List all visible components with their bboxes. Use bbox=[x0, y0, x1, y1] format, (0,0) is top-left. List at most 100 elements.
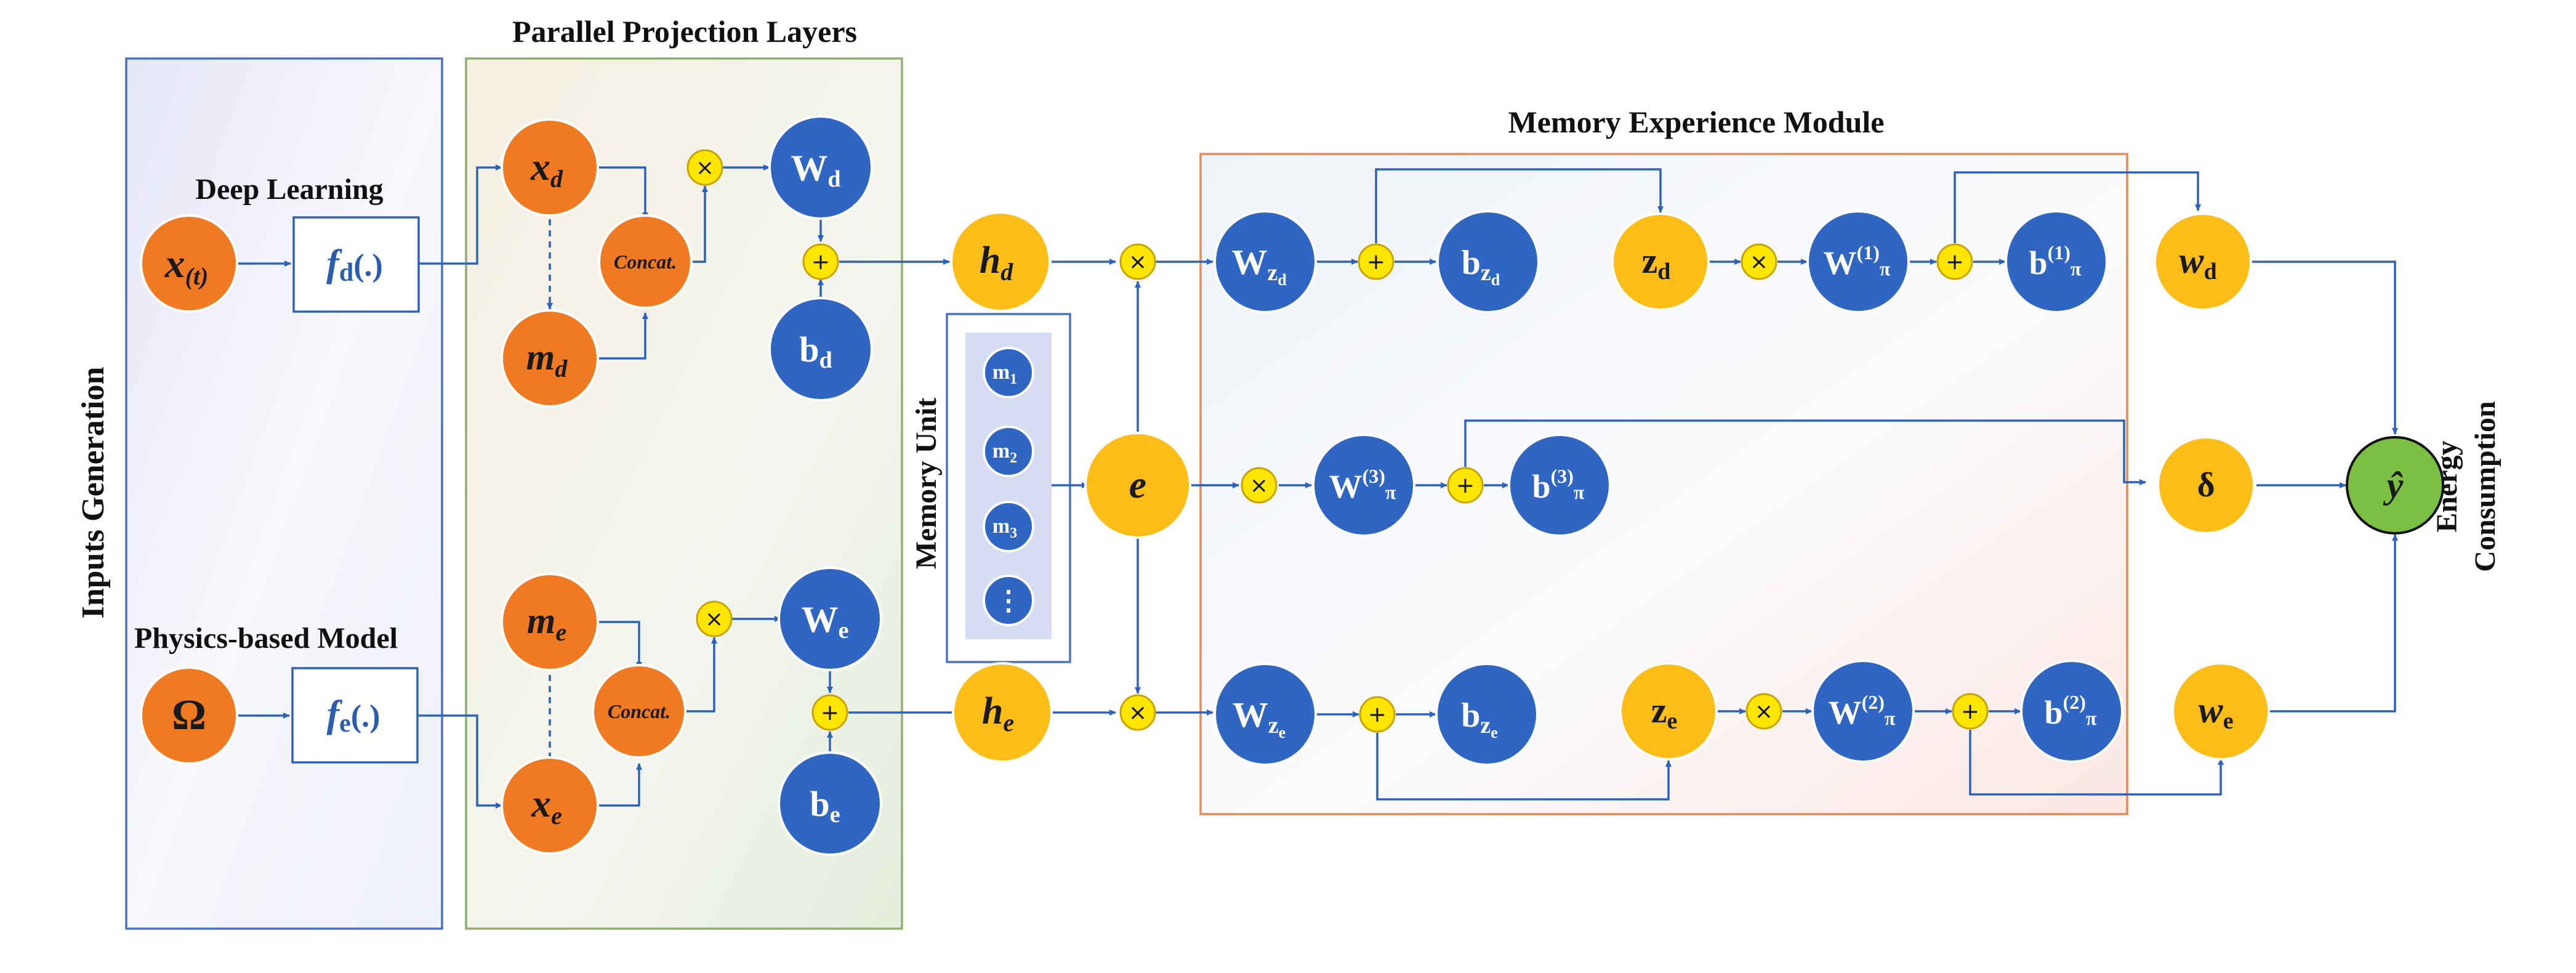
multiply-op-e: × bbox=[696, 600, 733, 637]
svg-text:×: × bbox=[1750, 249, 1768, 275]
wd-node: wd bbox=[2154, 212, 2252, 311]
Wze-node: Wze bbox=[1214, 663, 1317, 766]
svg-text:×: × bbox=[1250, 473, 1268, 498]
svg-text:md: md bbox=[526, 337, 568, 382]
memory-unit-title: Memory Unit bbox=[910, 398, 943, 570]
svg-text:he: he bbox=[982, 690, 1014, 737]
memory-slot-m1: m1 bbox=[983, 347, 1034, 398]
svg-text:zd: zd bbox=[1642, 241, 1671, 285]
svg-text:We: We bbox=[802, 599, 849, 644]
svg-text:m2: m2 bbox=[992, 440, 1017, 466]
svg-text:m3: m3 bbox=[992, 515, 1017, 541]
memory-experience-title: Memory Experience Module bbox=[1508, 105, 1885, 139]
svg-text:×: × bbox=[1129, 700, 1147, 725]
e-node: e bbox=[1084, 432, 1191, 539]
we-node: we bbox=[2171, 662, 2270, 761]
add-op-pi1: + bbox=[1936, 243, 1973, 280]
svg-text:×: × bbox=[1129, 249, 1147, 275]
svg-text:+: + bbox=[1368, 702, 1387, 727]
svg-text:+: + bbox=[1367, 249, 1385, 275]
svg-text:W(2)π: W(2)π bbox=[1829, 691, 1896, 731]
deep-learning-label: Deep Learning bbox=[195, 173, 383, 206]
svg-text:wd: wd bbox=[2179, 240, 2216, 285]
add-op-e: + bbox=[811, 694, 848, 731]
b3pi-node: b(3)π bbox=[1508, 434, 1611, 537]
me-node: me bbox=[501, 573, 599, 671]
W3pi-node: W(3)π bbox=[1312, 434, 1415, 537]
svg-text:W(1)π: W(1)π bbox=[1824, 241, 1891, 281]
W1pi-node: W(1)π bbox=[1806, 210, 1910, 313]
svg-text:Wze: Wze bbox=[1233, 695, 1286, 741]
input-x-node: x(t) bbox=[140, 214, 238, 313]
memory-slot-more: ⋮ bbox=[983, 575, 1034, 626]
svg-text:+: + bbox=[821, 700, 839, 725]
svg-text:we: we bbox=[2199, 690, 2234, 734]
svg-text:m1: m1 bbox=[992, 361, 1017, 387]
fd-function-box: fd(.) bbox=[292, 216, 420, 313]
svg-text:bd: bd bbox=[799, 329, 832, 373]
bd-node: bd bbox=[768, 297, 873, 402]
bzd-node: bzd bbox=[1436, 210, 1540, 313]
svg-text:b(2)π: b(2)π bbox=[2045, 691, 2097, 731]
concat-e-node: Concat. bbox=[592, 664, 686, 759]
svg-text:b(3)π: b(3)π bbox=[1532, 465, 1585, 505]
physics-based-label: Physics-based Model bbox=[134, 622, 398, 655]
b1pi-node: b(1)π bbox=[2005, 210, 2108, 313]
svg-text:Wd: Wd bbox=[791, 148, 840, 192]
hd-node: hd bbox=[950, 211, 1051, 312]
svg-text:bze: bze bbox=[1461, 696, 1498, 741]
svg-text:δ: δ bbox=[2197, 466, 2215, 504]
add-op-zd: + bbox=[1358, 243, 1395, 280]
add-op-ze: + bbox=[1359, 696, 1396, 733]
svg-text:⋮: ⋮ bbox=[995, 586, 1022, 616]
svg-text:fe(.): fe(.) bbox=[327, 693, 380, 738]
svg-text:+: + bbox=[1456, 473, 1475, 498]
fe-function-box: fe(.) bbox=[291, 667, 419, 764]
delta-node: δ bbox=[2157, 436, 2255, 535]
Wzd-node: Wzd bbox=[1214, 210, 1317, 313]
multiply-op-d: × bbox=[686, 149, 723, 186]
svg-text:Ω: Ω bbox=[172, 692, 206, 739]
multiply-op-hd-e: × bbox=[1119, 243, 1156, 280]
svg-text:x(t): x(t) bbox=[164, 241, 209, 290]
svg-text:ze: ze bbox=[1651, 690, 1678, 734]
multiply-op-he-e: × bbox=[1119, 694, 1156, 731]
svg-text:xe: xe bbox=[531, 781, 562, 830]
zd-node: zd bbox=[1611, 212, 1710, 311]
b2pi-node: b(2)π bbox=[2020, 660, 2123, 763]
We-node: We bbox=[778, 567, 882, 671]
bze-node: bze bbox=[1435, 663, 1539, 766]
svg-text:×: × bbox=[705, 607, 723, 632]
energy-consumption-label-2: Consumption bbox=[2469, 401, 2502, 571]
svg-text:Concat.: Concat. bbox=[614, 251, 677, 273]
W2pi-node: W(2)π bbox=[1811, 660, 1915, 763]
y-hat-node: ŷ bbox=[2346, 436, 2444, 535]
svg-text:hd: hd bbox=[980, 240, 1013, 286]
inputs-generation-panel bbox=[125, 57, 443, 930]
svg-text:e: e bbox=[1129, 462, 1146, 506]
multiply-op-e-mid: × bbox=[1241, 467, 1278, 504]
svg-text:be: be bbox=[810, 784, 840, 828]
memory-slot-m2: m2 bbox=[983, 426, 1034, 477]
md-node: md bbox=[501, 309, 599, 408]
svg-text:Concat.: Concat. bbox=[608, 700, 670, 722]
svg-text:xd: xd bbox=[530, 145, 563, 193]
Wd-node: Wd bbox=[768, 115, 873, 220]
memory-slot-m3: m3 bbox=[983, 501, 1034, 552]
svg-text:fd(.): fd(.) bbox=[326, 243, 383, 287]
xe-node: xe bbox=[501, 756, 599, 855]
svg-text:+: + bbox=[1946, 249, 1964, 275]
add-op-pi3: + bbox=[1447, 467, 1484, 504]
add-op-pi2: + bbox=[1952, 693, 1989, 730]
svg-text:+: + bbox=[811, 249, 830, 275]
ze-node: ze bbox=[1619, 662, 1718, 761]
input-omega-node: Ω bbox=[140, 666, 238, 765]
svg-text:bzd: bzd bbox=[1462, 244, 1500, 289]
svg-text:+: + bbox=[1961, 699, 1979, 724]
be-node: be bbox=[778, 751, 882, 856]
multiply-op-zd: × bbox=[1741, 243, 1777, 280]
svg-text:×: × bbox=[1755, 699, 1773, 724]
svg-text:me: me bbox=[527, 600, 566, 646]
connections bbox=[236, 164, 2398, 809]
